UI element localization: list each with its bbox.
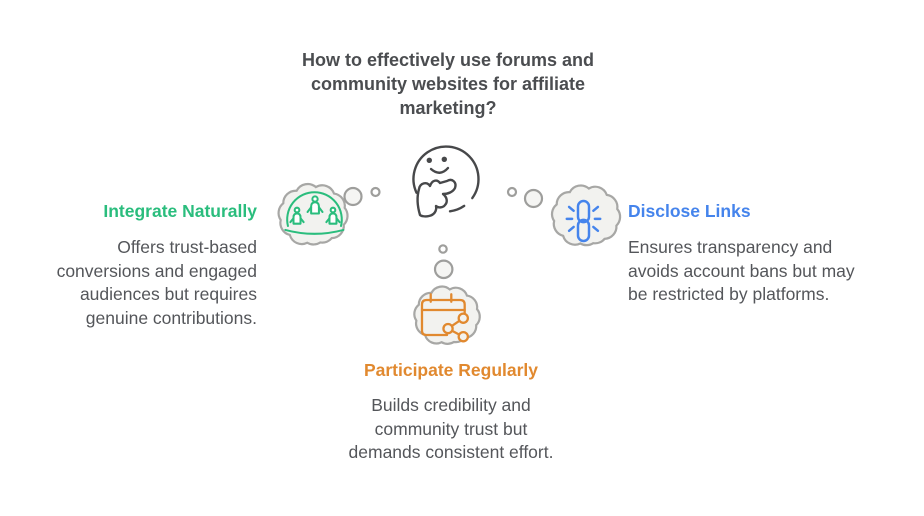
thought-trail-bubbles <box>343 186 544 280</box>
bottom-body-text: Builds credibility and community trust b… <box>348 395 554 462</box>
left-heading: Integrate Naturally <box>103 201 257 221</box>
right-heading: Disclose Links <box>628 201 751 221</box>
right-body-text: Ensures transparency and avoids account … <box>628 237 855 304</box>
question-title: How to effectively use forums and commun… <box>301 50 595 118</box>
chain-link-icon <box>565 199 602 243</box>
thinking-face-icon <box>412 145 480 218</box>
community-group-icon <box>284 191 345 235</box>
bottom-heading: Participate Regularly <box>363 360 539 380</box>
thought-cloud-bottom <box>413 285 481 345</box>
calendar-share-icon <box>420 293 470 343</box>
thought-cloud-right <box>550 184 622 247</box>
left-body-text: Offers trust-based conversions and engag… <box>56 237 257 328</box>
thought-cloud-left <box>277 182 349 246</box>
